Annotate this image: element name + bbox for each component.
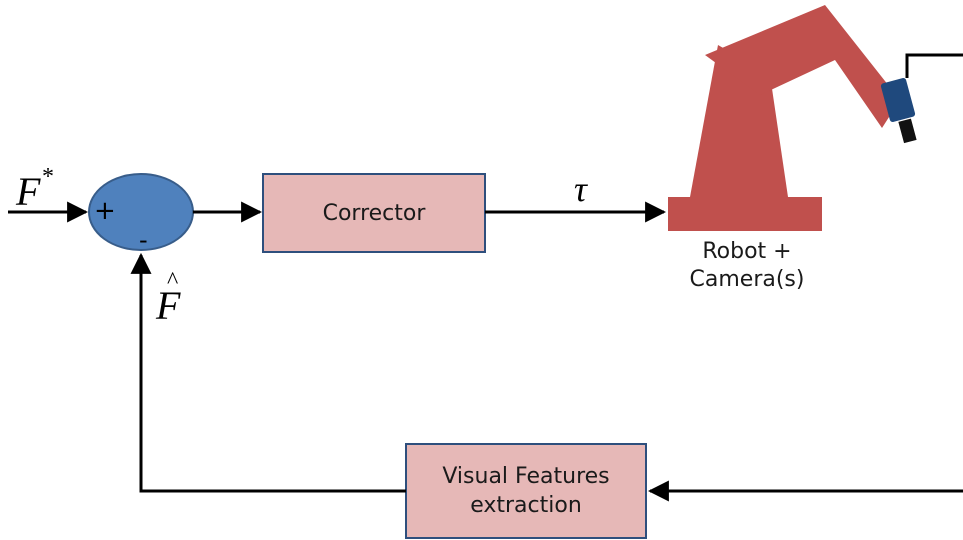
robot-upper-arm [705, 5, 900, 128]
camera-output-line [905, 53, 963, 78]
feedback-arrow [130, 252, 406, 493]
camera-lens [898, 118, 917, 144]
feedback-symbol: F [156, 283, 181, 328]
visual-features-block [405, 443, 647, 539]
reference-symbol: F [16, 169, 41, 214]
visual-features-label: Visual Features extraction [442, 464, 610, 518]
camera-body [880, 77, 916, 123]
reference-superscript: * [42, 164, 54, 190]
corrector-label: Corrector [322, 200, 426, 226]
camera [880, 77, 917, 144]
control-signal-symbol: τ [574, 169, 587, 209]
plus-sign: + [94, 196, 116, 226]
robot-base [668, 197, 822, 231]
robot-arm [668, 5, 900, 231]
robot-caption: Robot + Camera(s) [689, 239, 805, 292]
minus-sign: - [139, 226, 148, 254]
feedback-accent: ^ [167, 268, 179, 294]
